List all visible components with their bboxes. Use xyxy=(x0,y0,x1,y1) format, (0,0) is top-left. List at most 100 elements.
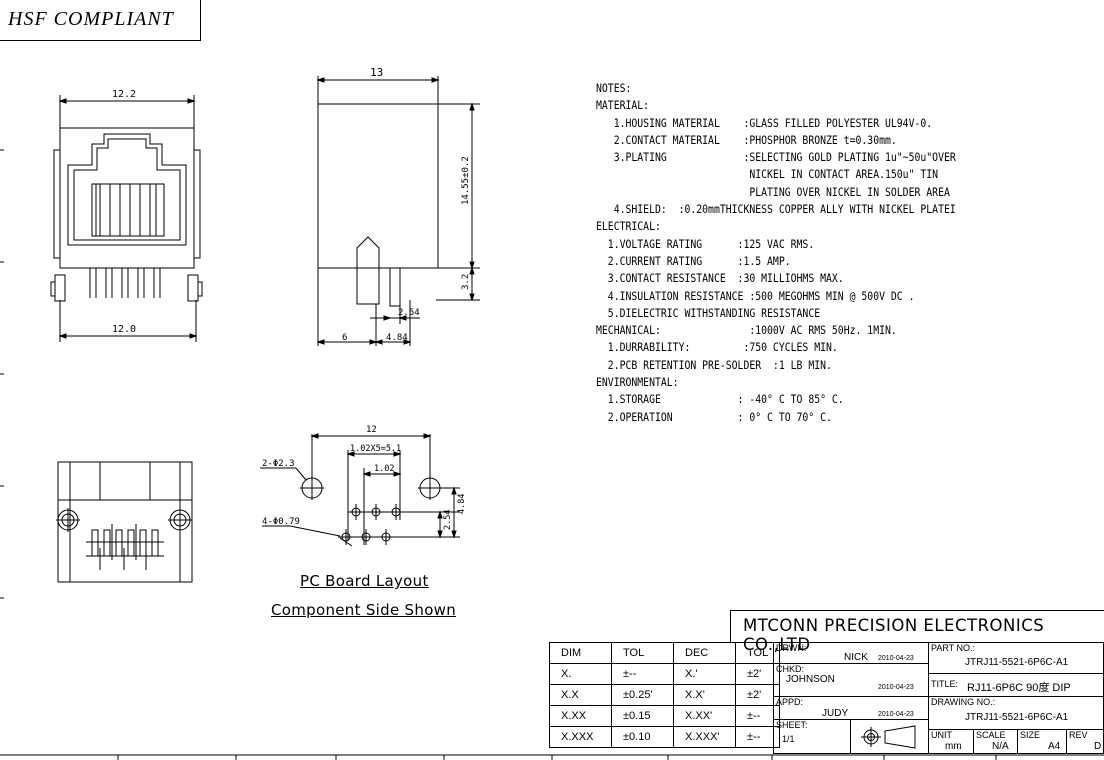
note-line: 3.CONTACT RESISTANCE :30 MILLIOHMS MAX. xyxy=(596,271,844,286)
rev-value: D xyxy=(1094,741,1102,752)
tolerance-cell: ±2' xyxy=(735,684,780,706)
checked-name: JOHNSON xyxy=(786,674,835,685)
tolerance-cell: ±-- xyxy=(735,726,780,748)
dim-pcb-width: 12 xyxy=(366,425,377,435)
tolerance-cell: X.XXX xyxy=(549,726,612,748)
note-line: 2.OPERATION : 0° C TO 70° C. xyxy=(596,409,832,424)
sheet-cell: SHEET: 1/1 xyxy=(773,719,851,754)
rev-cell: REV D xyxy=(1066,729,1104,754)
approved-date: 2010-04-23 xyxy=(878,711,914,718)
tolerance-cell: X.X' xyxy=(673,684,736,706)
notes-block: NOTES: MATERIAL: 1.HOUSING MATERIAL :GLAS… xyxy=(596,80,956,426)
title-cell: TITLE: RJ11-6P6C 90度 DIP xyxy=(928,673,1104,697)
note-line: MECHANICAL: :1000V AC RMS 50Hz. 1MIN. xyxy=(596,323,897,338)
note-line: NICKEL IN CONTACT AREA.150u" TIN xyxy=(596,167,939,182)
dim-side-height: 14.55±0.2 xyxy=(461,156,471,205)
note-line: 1.VOLTAGE RATING :125 VAC RMS. xyxy=(596,236,815,251)
note-line: 2.CURRENT RATING :1.5 AMP. xyxy=(596,253,791,268)
dim-pcb-hole-small: 4-Φ0.79 xyxy=(262,517,300,527)
tolerance-cell: ±0.15 xyxy=(611,705,674,727)
caption-component-side: Component Side Shown xyxy=(271,601,457,619)
size-value: A4 xyxy=(1048,741,1061,752)
note-line: NOTES: xyxy=(596,81,632,95)
tolerance-header-cell: TOL xyxy=(611,642,674,664)
company-header: MTCONN PRECISION ELECTRONICS CO.,LTD xyxy=(730,610,1104,654)
table-row: X.X±0.25'X.X'±2' xyxy=(549,684,780,706)
dim-front-bottom: 12.0 xyxy=(112,324,136,335)
title-block: DRWN: NICK 2010-04-23 CHKD: JOHNSON 2010… xyxy=(773,642,1104,754)
note-line: 3.PLATING :SELECTING GOLD PLATING 1u"~50… xyxy=(596,150,956,165)
border-ticks xyxy=(0,149,997,760)
tolerance-cell: ±2' xyxy=(735,663,780,685)
pcb-layout xyxy=(260,433,460,547)
tolerance-header-cell: DIM xyxy=(549,642,612,664)
front-pins xyxy=(50,268,203,302)
tolerance-cell: X.X xyxy=(549,684,612,706)
dim-side-top: 13 xyxy=(370,66,383,79)
dim-pcb-small: 1.02 xyxy=(374,464,394,474)
dim-pcb-v2: 4.84 xyxy=(457,494,467,514)
unit-value: mm xyxy=(945,741,962,752)
note-line: 4.SHIELD: :0.20mmTHICKNESS COPPER ALLY W… xyxy=(596,202,956,217)
dim-side-right: 4.84 xyxy=(386,333,408,343)
tolerance-cell: X.XX' xyxy=(673,705,736,727)
note-line: 1.DURRABILITY: :750 CYCLES MIN. xyxy=(596,340,838,355)
projection-symbol-icon xyxy=(861,725,916,749)
tolerance-cell: ±0.25' xyxy=(611,684,674,706)
part-no-cell: PART NO.: JTRJ11-5521-6P6C-A1 xyxy=(928,642,1104,674)
dim-side-pitch: 2.54 xyxy=(398,308,420,318)
note-line: 4.INSULATION RESISTANCE :500 MEGOHMS MIN… xyxy=(596,288,915,303)
drawing-no-value: JTRJ11-5521-6P6C-A1 xyxy=(965,712,1069,723)
dim-pcb-hole-big: 2-Φ2.3 xyxy=(262,459,295,469)
tolerance-cell: X.' xyxy=(673,663,736,685)
part-no-value: JTRJ11-5521-6P6C-A1 xyxy=(965,657,1069,668)
dim-side-left: 6 xyxy=(342,333,347,343)
checked-cell: CHKD: JOHNSON 2010-04-23 xyxy=(773,663,929,697)
contact-lines xyxy=(95,184,157,236)
hsf-compliant-badge: HSF COMPLIANT xyxy=(0,0,201,41)
drawn-cell: DRWN: NICK 2010-04-23 xyxy=(773,642,929,664)
title-value: RJ11-6P6C 90度 DIP xyxy=(967,682,1071,694)
badge-text: HSF COMPLIANT xyxy=(8,8,174,30)
note-line: 1.STORAGE : -40° C TO 85° C. xyxy=(596,392,844,407)
bottom-view xyxy=(56,461,193,583)
front-view xyxy=(50,95,203,342)
sheet-value: 1/1 xyxy=(782,734,795,744)
dim-pcb-v1: 2.54 xyxy=(443,510,453,530)
tolerance-header-cell: TOL xyxy=(735,642,780,664)
tolerance-cell: ±0.10 xyxy=(611,726,674,748)
note-line: ENVIRONMENTAL: xyxy=(596,375,679,390)
note-line: 2.CONTACT MATERIAL :PHOSPHOR BRONZE t=0.… xyxy=(596,132,897,147)
note-line: ELECTRICAL: xyxy=(596,219,661,234)
checked-date: 2010-04-23 xyxy=(878,684,914,691)
projection-cell xyxy=(850,719,929,754)
unit-cell: UNIT mm xyxy=(928,729,974,754)
drawing-no-cell: DRAWING NO.: JTRJ11-5521-6P6C-A1 xyxy=(928,696,1104,730)
scale-value: N/A xyxy=(992,741,1009,752)
approved-cell: APPD: JUDY 2010-04-23 xyxy=(773,696,929,720)
note-line: 5.DIELECTRIC WITHSTANDING RESISTANCE xyxy=(596,305,821,320)
tolerance-cell: ±-- xyxy=(611,663,674,685)
drawn-name: NICK xyxy=(844,652,868,663)
tolerance-cell: X.XX xyxy=(549,705,612,727)
dim-side-pin: 3.2 xyxy=(461,274,471,290)
tolerance-header-cell: DEC xyxy=(673,642,736,664)
approved-name: JUDY xyxy=(822,708,849,719)
table-row: X.±--X.'±2' xyxy=(549,663,780,685)
size-cell: SIZE A4 xyxy=(1017,729,1067,754)
scale-cell: SCALE N/A xyxy=(973,729,1018,754)
dim-front-top: 12.2 xyxy=(112,89,136,100)
note-line: PLATING OVER NICKEL IN SOLDER AREA xyxy=(596,184,950,199)
note-line: 1.HOUSING MATERIAL :GLASS FILLED POLYEST… xyxy=(596,115,933,130)
tolerance-cell: X.XXX' xyxy=(673,726,736,748)
note-line: MATERIAL: xyxy=(596,98,650,113)
note-line: 2.PCB RETENTION PRE-SOLDER :1 LB MIN. xyxy=(596,357,832,372)
caption-pc-board-layout: PC Board Layout xyxy=(300,572,429,590)
tolerance-cell: X. xyxy=(549,663,612,685)
drawn-date: 2010-04-23 xyxy=(878,655,914,662)
